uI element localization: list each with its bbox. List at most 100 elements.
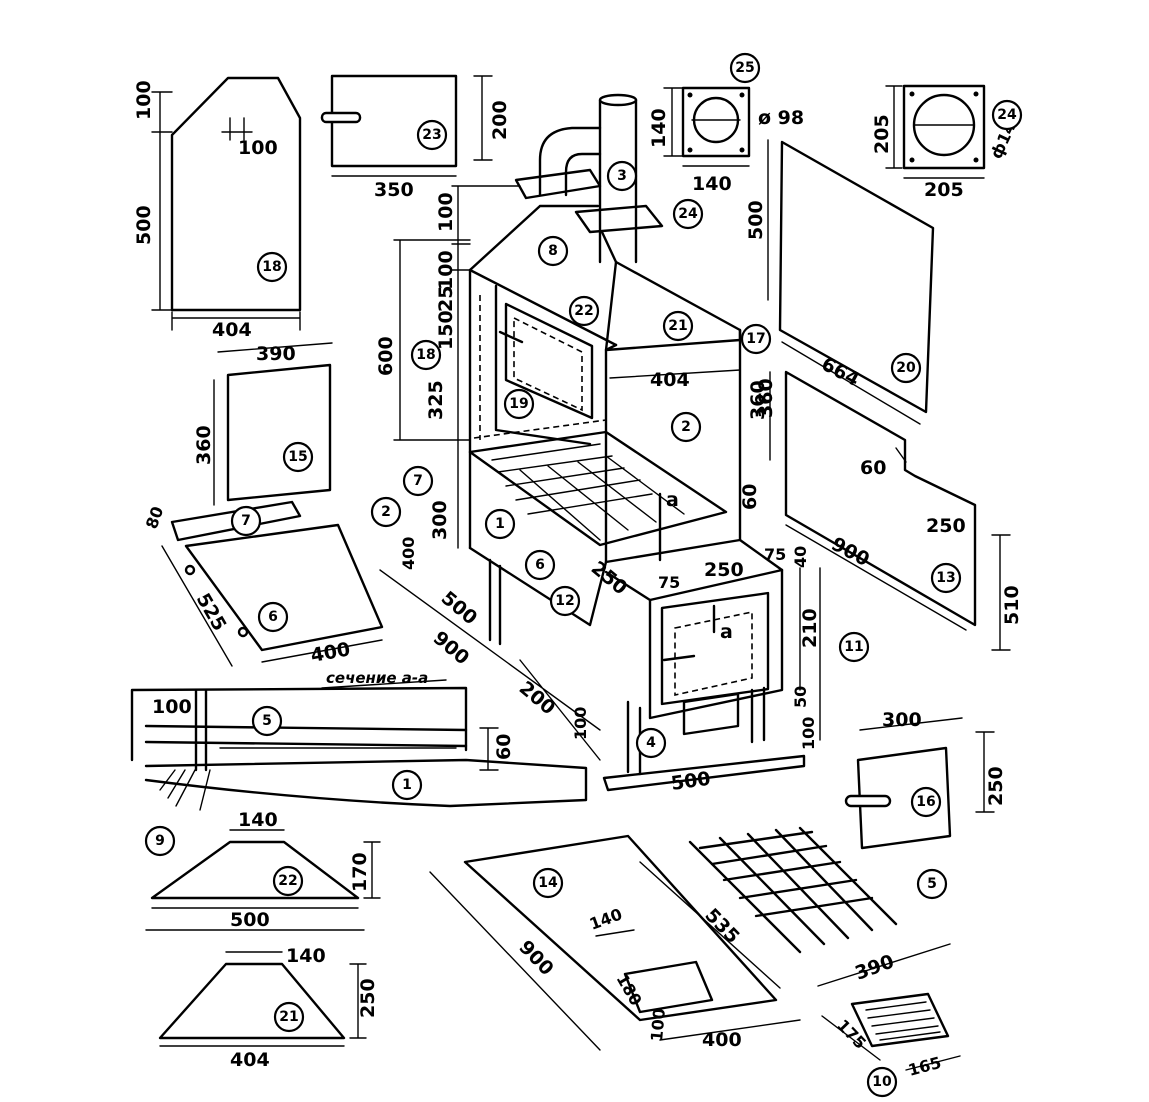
part-15-marker [282, 441, 314, 473]
dim-stove-100-top: 100 [435, 192, 457, 232]
part-21-label: 21 [668, 318, 687, 334]
dim-24-205: 205 [924, 179, 964, 201]
part-14-marker [532, 867, 564, 899]
part-19-label: 19 [509, 396, 528, 412]
part-2-marker [670, 411, 702, 443]
part-16-marker [910, 786, 942, 818]
part-1-section-label: 1 [402, 777, 412, 793]
dim-section-60: 60 [493, 734, 515, 760]
part-2-label: 2 [681, 419, 691, 435]
dim-6-525: 525 [192, 590, 231, 635]
part-23-label: 23 [422, 127, 441, 143]
dim-14-180: 180 [613, 971, 646, 1009]
part-25-marker [729, 52, 761, 84]
dim-stove-300: 300 [429, 500, 451, 540]
stove-part-markers: 3 24 8 22 21 17 18 19 2 7 2 1 6 12 11 4 [370, 160, 870, 759]
dim-15-390: 390 [256, 343, 296, 365]
part-13-marker [930, 562, 962, 594]
part-25-label: 25 [735, 60, 754, 76]
part-1-section-marker [391, 769, 423, 801]
dim-13-360: 360 [747, 380, 769, 420]
part-24-stove-marker [672, 198, 704, 230]
part-6-stove-marker [524, 549, 556, 581]
part-5-label: 5 [927, 876, 937, 892]
part-3-marker [606, 160, 638, 192]
section-a-a: сечение а-а 100 60 100 5 1 9 [130, 669, 590, 857]
dim-18-100-vertical: 100 [133, 80, 155, 120]
dim-firebox-75b: 75 [764, 545, 786, 564]
dim-firebox-100: 100 [799, 717, 818, 750]
dim-18-100-notch: 100 [238, 137, 278, 159]
dim-10-175: 175 [833, 1016, 870, 1053]
part-1-marker [484, 508, 516, 540]
dim-21-404: 404 [230, 1049, 270, 1071]
dim-stove-600: 600 [375, 336, 397, 376]
part-1-label: 1 [495, 516, 505, 532]
part-13-panel: 360 60 250 900 510 13 [747, 370, 1023, 651]
part-20-label: 20 [896, 360, 916, 376]
dim-stove-200: 200 [515, 677, 560, 719]
part-3-label: 3 [617, 168, 627, 184]
dim-15-360: 360 [193, 425, 215, 465]
dim-5-390: 390 [852, 950, 897, 984]
dim-stove-404: 404 [650, 369, 690, 391]
dim-14-140: 140 [587, 904, 625, 933]
part-7-marker [230, 505, 262, 537]
dim-firebox-40: 40 [791, 546, 810, 568]
part-7-stove-marker [402, 465, 434, 497]
part-20-marker [890, 352, 922, 384]
stove-body: a a [468, 93, 806, 792]
dim-13-60: 60 [860, 457, 886, 479]
dim-10-165: 165 [906, 1053, 943, 1080]
part-18-panel: 100 100 500 404 18 [133, 76, 302, 341]
part-14-label: 14 [538, 875, 558, 891]
dim-stove-150: 150 [435, 310, 457, 350]
part-6-marker [257, 601, 289, 633]
dim-stove-100: 100 [435, 250, 457, 290]
dim-stove-360: 360 [755, 378, 777, 418]
part-5-marker [916, 868, 948, 900]
dim-stove-500: 500 [437, 587, 482, 629]
part-15-label: 15 [288, 449, 307, 465]
dim-16-250: 250 [985, 766, 1007, 806]
part-22-label: 22 [574, 303, 593, 319]
dim-13-510: 510 [1001, 585, 1023, 625]
part-18-label: 18 [262, 259, 281, 275]
part-9-marker [144, 825, 176, 857]
dim-stove-400: 400 [399, 537, 418, 570]
dim-firebox-75: 75 [658, 573, 680, 592]
part-12-marker [549, 585, 581, 617]
dim-22-140: 140 [238, 809, 278, 831]
part-24-flange: 205 205 ф140 24 [871, 84, 1024, 201]
part-11-marker [838, 631, 870, 663]
dim-21-250: 250 [357, 978, 379, 1018]
part-10-grate: 175 165 10 [821, 992, 961, 1098]
dim-13-900: 900 [828, 533, 873, 571]
dim-18-500: 500 [133, 205, 155, 245]
dim-5-535: 535 [700, 904, 743, 948]
part-15-panel: 390 360 15 [193, 342, 333, 506]
dim-22-500: 500 [230, 909, 270, 931]
part-23-door: 200 350 23 [320, 74, 511, 201]
dim-firebox-210: 210 [799, 608, 821, 648]
part-22-hood: 140 170 500 22 [145, 809, 381, 931]
part-6-stove-label: 6 [535, 557, 545, 573]
part-2-side-marker [370, 496, 402, 528]
part-10-label: 10 [872, 1074, 892, 1090]
part-18-stove-label: 18 [416, 347, 435, 363]
dim-firebox-50: 50 [791, 686, 810, 708]
dim-stove-325: 325 [425, 380, 447, 420]
dim-stove-60: 60 [739, 484, 761, 510]
dim-18-404: 404 [212, 319, 252, 341]
dim-6-400: 400 [309, 638, 352, 667]
part-24-marker [991, 99, 1023, 131]
part-21-detail-marker [273, 1001, 305, 1033]
part-16-label: 16 [916, 794, 935, 810]
part-4-marker [635, 727, 667, 759]
part-17-label: 17 [746, 331, 765, 347]
dim-section-100: 100 [152, 696, 192, 718]
part-8-label: 8 [548, 243, 558, 259]
section-marker-a-lower: a [720, 621, 733, 643]
dim-stove-250: 250 [587, 557, 632, 599]
